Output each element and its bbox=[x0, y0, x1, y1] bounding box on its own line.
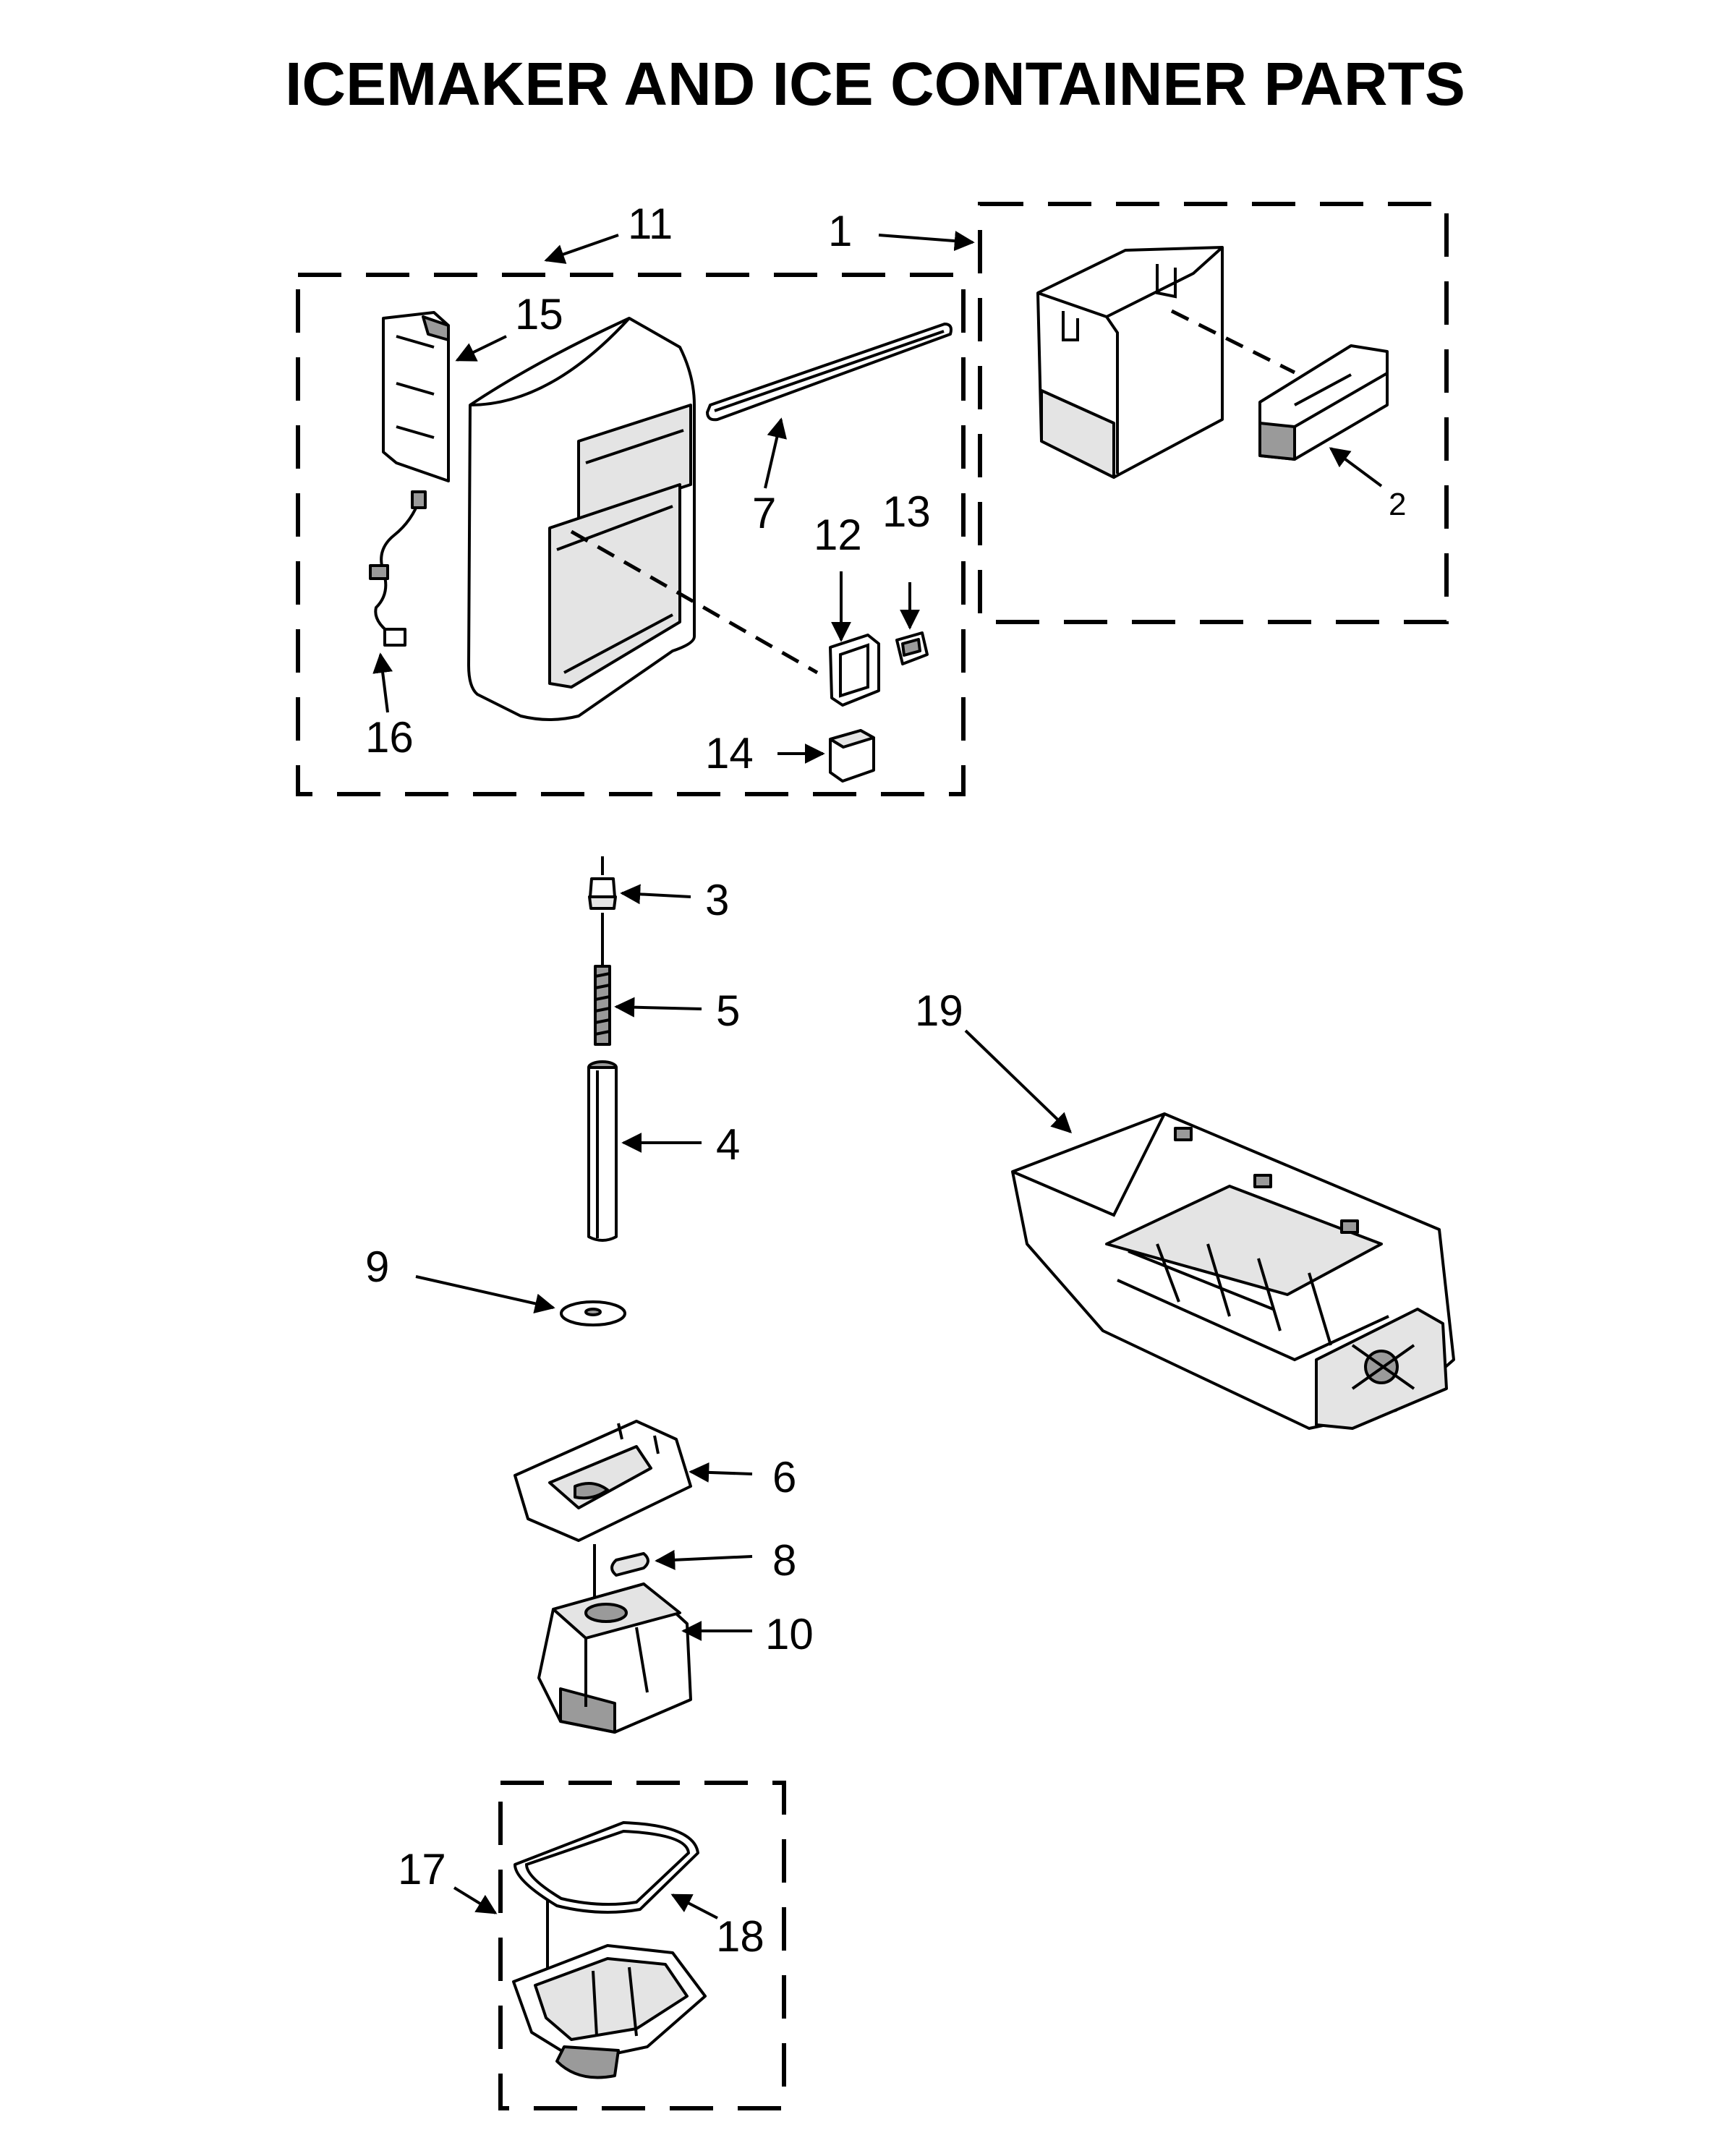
assembly-line-12 bbox=[570, 529, 819, 675]
part-16-wire-harness[interactable] bbox=[369, 490, 427, 647]
callout-3: 3 bbox=[705, 876, 729, 924]
callout-18: 18 bbox=[716, 1912, 764, 1961]
leader-7 bbox=[764, 417, 787, 489]
leader-18 bbox=[670, 1893, 718, 1919]
assembly-line-2 bbox=[1170, 309, 1296, 375]
leader-9 bbox=[415, 1275, 555, 1314]
leader-8 bbox=[655, 1549, 753, 1570]
leader-1 bbox=[878, 231, 975, 252]
assembly-1-boundary bbox=[978, 202, 1449, 624]
callout-7: 7 bbox=[752, 489, 776, 537]
callout-12: 12 bbox=[814, 511, 862, 559]
part-9-washer[interactable] bbox=[560, 1300, 626, 1326]
part-11-dispenser-housing[interactable] bbox=[467, 317, 696, 721]
part-5-spring[interactable] bbox=[594, 913, 611, 1046]
callout-13: 13 bbox=[882, 487, 931, 536]
leader-5 bbox=[614, 997, 702, 1018]
callout-9: 9 bbox=[365, 1243, 389, 1291]
callout-15: 15 bbox=[515, 290, 563, 338]
leader-2 bbox=[1329, 447, 1383, 487]
leader-16 bbox=[372, 652, 393, 713]
callout-6: 6 bbox=[772, 1453, 796, 1501]
callout-10: 10 bbox=[765, 1610, 814, 1658]
assembly-11-boundary bbox=[296, 273, 966, 796]
leader-19 bbox=[964, 1029, 1073, 1133]
assembly-17-boundary bbox=[498, 1781, 786, 2110]
part-4-auger-shaft[interactable] bbox=[587, 1060, 618, 1242]
part-10-auger-motor[interactable] bbox=[537, 1582, 692, 1734]
part-2-bin-handle[interactable] bbox=[1258, 344, 1389, 461]
callout-11: 11 bbox=[628, 200, 673, 248]
part-17-pan[interactable] bbox=[512, 1944, 707, 2079]
part-15-light-cover[interactable] bbox=[382, 311, 450, 482]
callout-1: 1 bbox=[828, 207, 852, 255]
part-1-ice-bin[interactable] bbox=[1036, 246, 1224, 479]
part-7-gasket[interactable] bbox=[706, 323, 953, 422]
callout-4: 4 bbox=[716, 1120, 740, 1169]
part-14-solenoid[interactable] bbox=[829, 729, 875, 783]
leader-3 bbox=[620, 884, 691, 905]
callout-14: 14 bbox=[705, 729, 754, 777]
leader-lines bbox=[372, 231, 1383, 1919]
callout-16: 16 bbox=[365, 713, 414, 762]
part-3-nut[interactable] bbox=[588, 856, 617, 910]
part-13-switch[interactable] bbox=[895, 631, 929, 665]
leader-15 bbox=[455, 335, 507, 362]
callout-labels: 11 1 15 7 12 13 14 16 2 3 5 4 9 6 8 10 1… bbox=[365, 200, 1406, 1961]
callout-17: 17 bbox=[398, 1845, 446, 1893]
part-6-drive-bracket[interactable] bbox=[514, 1420, 692, 1542]
part-18-gasket[interactable] bbox=[514, 1821, 699, 1914]
part-12-switch-bracket[interactable] bbox=[829, 634, 880, 707]
callout-5: 5 bbox=[716, 987, 740, 1035]
page-title: ICEMAKER AND ICE CONTAINER PARTS bbox=[285, 50, 1465, 118]
callout-19: 19 bbox=[915, 987, 963, 1035]
callout-8: 8 bbox=[772, 1536, 796, 1585]
callout-2: 2 bbox=[1389, 487, 1406, 522]
part-19-icemaker[interactable] bbox=[1011, 1112, 1455, 1430]
leader-11 bbox=[544, 234, 619, 264]
leader-6 bbox=[689, 1462, 753, 1483]
leader-17 bbox=[453, 1886, 498, 1914]
part-8-coupler[interactable] bbox=[610, 1552, 649, 1577]
